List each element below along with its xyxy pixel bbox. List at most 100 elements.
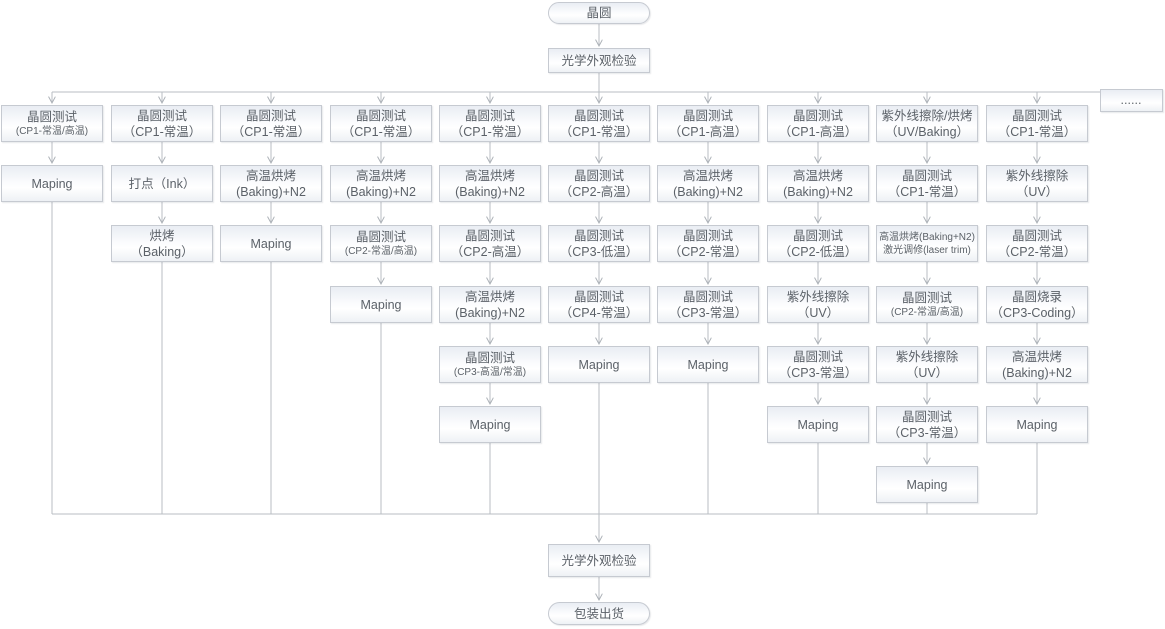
flow-node-label: 激光调修(laser trim) [883, 244, 971, 256]
flow-node: 晶圆测试（CP3-低温） [548, 225, 650, 262]
flow-node-label: (CP2-常温/高温) [890, 307, 964, 318]
flow-node-label: 紫外线擦除 [786, 289, 850, 304]
flow-node-label: Maping [1016, 417, 1058, 432]
flow-node-label: （CP1-常温） [559, 124, 639, 139]
flow-node: 晶圆测试（CP2-高温） [439, 225, 541, 262]
flow-node-label: （CP2-常温） [668, 244, 748, 259]
flow-node-label: 晶圆测试 [464, 228, 515, 243]
flow-node-label: 晶圆测试 [573, 228, 624, 243]
flow-node: 晶圆测试（CP1-常温） [548, 105, 650, 142]
flow-node-label: 高温烘烤 [792, 168, 843, 183]
flow-node: 高温烘烤(Baking)+N2 [220, 165, 322, 202]
flow-node-label: （CP2-高温） [559, 184, 639, 199]
flow-node: 紫外线擦除/烘烤（UV/Baking） [876, 105, 978, 142]
flow-node-label: 晶圆测试 [1011, 108, 1062, 123]
flow-node: 晶圆测试（CP1-常温） [876, 165, 978, 202]
flow-node-label: （CP1-常温） [450, 124, 530, 139]
flow-node-label: Maping [906, 477, 948, 492]
flow-node: 高温烘烤(Baking)+N2 [330, 165, 432, 202]
flow-node: 晶圆测试(CP3-高温/常温) [439, 346, 541, 383]
flow-node: 晶圆测试(CP2-常温/高温) [330, 225, 432, 262]
flow-node: 晶圆测试（CP4-常温） [548, 286, 650, 323]
flow-node: 紫外线擦除（UV） [876, 346, 978, 383]
end-node-label: 包装出货 [573, 606, 624, 621]
flow-node-label: Maping [250, 236, 292, 251]
flow-node-label: 高温烘烤 [464, 168, 515, 183]
flow-node-label: （UV/Baking） [884, 124, 970, 139]
flow-node: 烘烤（Baking） [111, 225, 213, 262]
flow-node-label: 晶圆测试 [792, 108, 843, 123]
flow-node: 晶圆测试（CP2-常温） [657, 225, 759, 262]
flow-node: 晶圆测试（CP1-高温） [767, 105, 869, 142]
flow-node-label: 晶圆测试 [1011, 228, 1062, 243]
flow-node-label: （CP3-常温） [778, 365, 858, 380]
flow-node: Maping [657, 346, 759, 383]
flow-node: 紫外线擦除（UV） [986, 165, 1088, 202]
flow-node-label: 紫外线擦除 [895, 349, 959, 364]
flow-node: Maping [548, 346, 650, 383]
flow-node-label: 晶圆测试 [682, 228, 733, 243]
flow-node-label: (Baking)+N2 [346, 184, 416, 199]
flow-node-label: （CP2-高温） [450, 244, 530, 259]
more-flows-ellipsis-node: ...... [1100, 89, 1163, 112]
flow-node-label: (Baking)+N2 [455, 305, 525, 320]
flow-node-label: 打点（Ink） [128, 176, 196, 191]
flow-node-label: 晶圆烧录 [1011, 289, 1062, 304]
start-node-label: 晶圆 [586, 6, 612, 20]
flow-node-label: （CP1-高温） [668, 124, 748, 139]
flow-node-label: 高温烘烤 [245, 168, 296, 183]
flow-node-label: （CP2-常温） [997, 244, 1077, 259]
flow-node-label: (CP3-高温/常温) [453, 367, 527, 378]
flow-node: 晶圆测试（CP1-常温） [220, 105, 322, 142]
flow-node-label: 晶圆测试 [792, 228, 843, 243]
flow-node-label: （CP1-常温） [122, 124, 202, 139]
flow-node: 紫外线擦除（UV） [767, 286, 869, 323]
flow-node-label: 晶圆测试 [26, 110, 77, 124]
flow-node: 晶圆测试（CP1-常温） [330, 105, 432, 142]
flow-node-label: （CP1-高温） [778, 124, 858, 139]
flow-node-label: Maping [578, 357, 620, 372]
flow-node-label: （CP3-低温） [559, 244, 639, 259]
flow-node: 高温烘烤(Baking)+N2 [439, 165, 541, 202]
flow-node: 晶圆测试（CP1-常温） [111, 105, 213, 142]
flow-node-label: （CP3-常温） [668, 305, 748, 320]
flow-node-label: （Baking） [130, 244, 194, 259]
flow-node: Maping [439, 406, 541, 443]
flow-node-label: Maping [469, 417, 511, 432]
flow-node-label: 高温烘烤(Baking+N2) [879, 231, 975, 243]
top-optical-inspection-node: 光学外观检验 [548, 48, 650, 73]
flow-node-label: （CP1-常温） [997, 124, 1077, 139]
bottom-optical-inspection-label: 光学外观检验 [561, 553, 637, 568]
top-optical-inspection-label: 光学外观检验 [561, 53, 637, 68]
flow-node: 晶圆测试（CP3-常温） [657, 286, 759, 323]
flow-node-label: 紫外线擦除/烘烤 [881, 108, 973, 123]
end-node: 包装出货 [548, 602, 650, 625]
flow-node-label: 晶圆测试 [355, 108, 406, 123]
flow-node-label: （CP2-低温） [778, 244, 858, 259]
flow-node-label: 烘烤 [149, 228, 175, 243]
flow-node-label: 晶圆测试 [901, 291, 952, 305]
flow-node-label: （CP1-常温） [341, 124, 421, 139]
flow-node: 晶圆测试（CP2-常温） [986, 225, 1088, 262]
flow-node-label: 晶圆测试 [682, 108, 733, 123]
flow-node-label: 高温烘烤 [682, 168, 733, 183]
flow-node-label: 晶圆测试 [136, 108, 187, 123]
flow-node: 打点（Ink） [111, 165, 213, 202]
flow-node-label: (Baking)+N2 [1002, 365, 1072, 380]
start-node: 晶圆 [548, 2, 650, 24]
flow-node-label: Maping [360, 297, 402, 312]
bottom-optical-inspection-node: 光学外观检验 [548, 544, 650, 577]
flow-node: 高温烘烤(Baking+N2)激光调修(laser trim) [876, 225, 978, 262]
flow-node-label: 紫外线擦除 [1005, 168, 1069, 183]
flow-node-label: Maping [31, 176, 73, 191]
flow-node: Maping [330, 286, 432, 323]
flow-node-label: 晶圆测试 [792, 349, 843, 364]
flow-node-label: 晶圆测试 [682, 289, 733, 304]
flow-node: 高温烘烤(Baking)+N2 [439, 286, 541, 323]
flow-node: 晶圆测试（CP2-高温） [548, 165, 650, 202]
flow-node: 晶圆测试（CP3-常温） [767, 346, 869, 383]
flow-node-label: (Baking)+N2 [455, 184, 525, 199]
flow-node: Maping [986, 406, 1088, 443]
flow-node-label: （CP3-常温） [887, 425, 967, 440]
